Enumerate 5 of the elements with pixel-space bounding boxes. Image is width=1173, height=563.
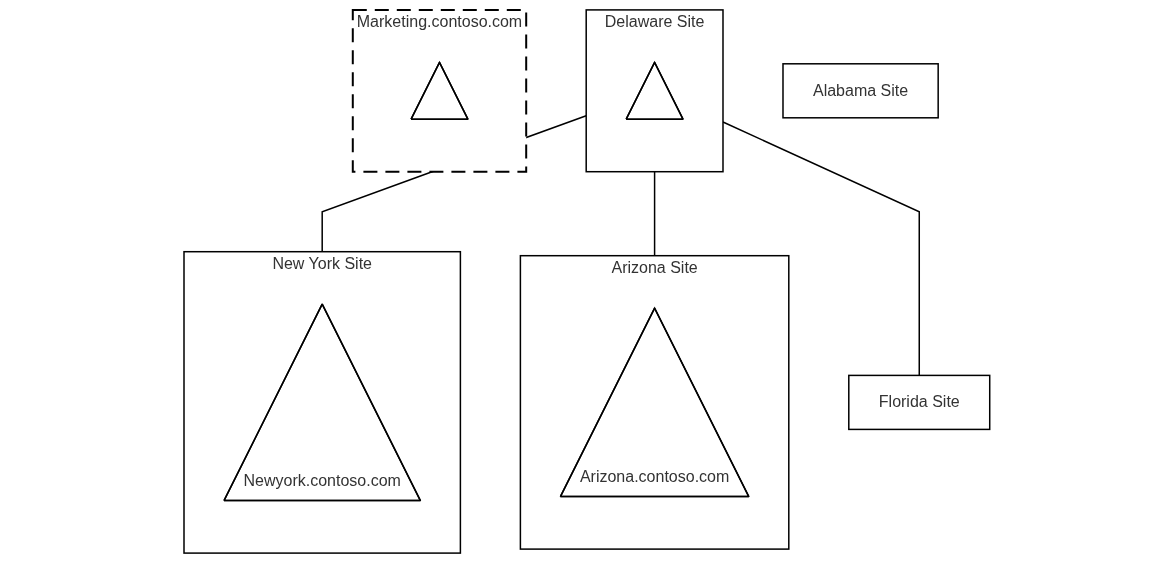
node-box: Florida Site bbox=[847, 374, 991, 431]
cluster: Marketing.contoso.com bbox=[351, 8, 527, 173]
node-box: Alabama Site bbox=[781, 63, 939, 119]
connector bbox=[653, 170, 655, 257]
cluster: Delaware Site bbox=[585, 9, 724, 173]
